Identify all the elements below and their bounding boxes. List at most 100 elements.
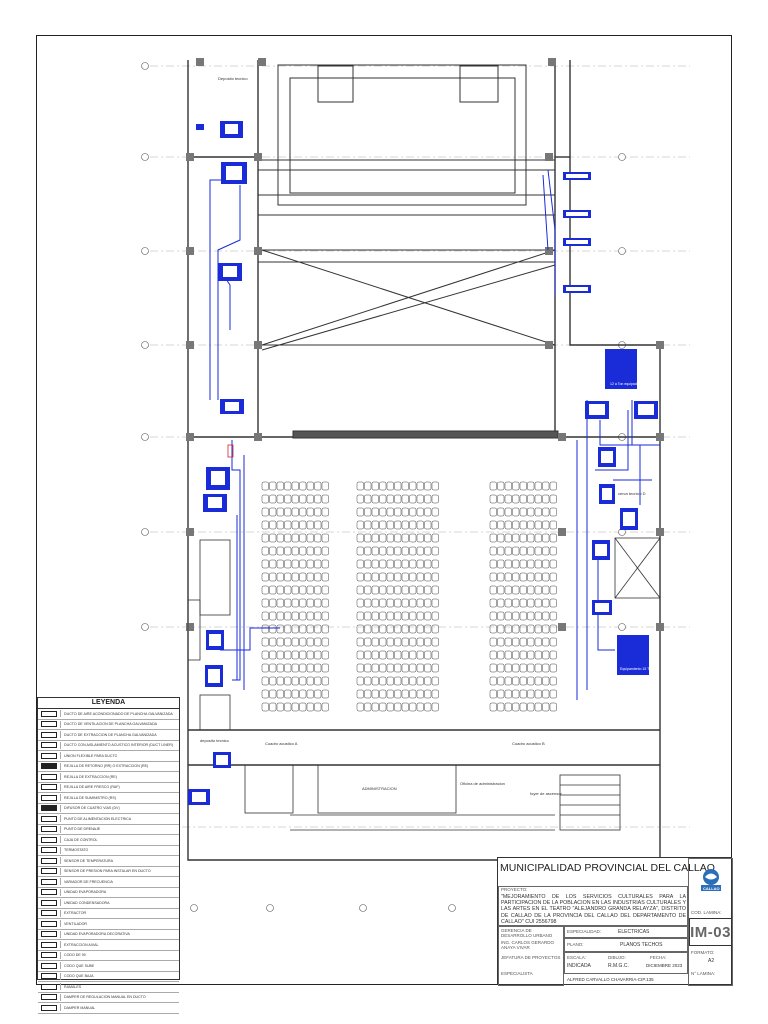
seat (371, 533, 379, 543)
seat (549, 520, 557, 530)
escala-label: ESCALA: (567, 955, 587, 960)
diffuser-cone-icon (38, 804, 61, 812)
seat (321, 533, 329, 543)
seat (416, 494, 424, 504)
seat (321, 650, 329, 660)
seat (371, 481, 379, 491)
seat (356, 546, 364, 556)
seat (489, 494, 497, 504)
structural-columns (186, 58, 664, 631)
seat (386, 533, 394, 543)
seat (371, 494, 379, 504)
seat (512, 663, 520, 673)
legend-item: UNIDAD EVAPORADORA DECORATIVA (38, 930, 179, 940)
seat (261, 650, 269, 660)
seat (489, 598, 497, 608)
legend-item: EXTRACTOR (38, 909, 179, 919)
seat (497, 598, 505, 608)
seat (394, 702, 402, 712)
seat (356, 676, 364, 686)
seat (542, 689, 550, 699)
seat (364, 481, 372, 491)
seat (512, 637, 520, 647)
seat (497, 624, 505, 634)
seat (401, 637, 409, 647)
seat (269, 702, 277, 712)
seat (276, 650, 284, 660)
seat (489, 546, 497, 556)
legend-item: CODO DE 90 (38, 951, 179, 961)
seat (261, 494, 269, 504)
seat (497, 663, 505, 673)
seat (401, 676, 409, 686)
legend-item-label: TERMOSTATO (64, 848, 89, 853)
seat (416, 507, 424, 517)
seat (299, 663, 307, 673)
seat (394, 650, 402, 660)
seat (512, 702, 520, 712)
seat (386, 611, 394, 621)
seat (504, 520, 512, 530)
seat (504, 663, 512, 673)
seat (299, 585, 307, 595)
seat (549, 598, 557, 608)
title-block: MUNICIPALIDAD PROVINCIAL DEL CALLAO PROY… (497, 857, 733, 986)
v-icon (38, 920, 61, 928)
seat (409, 689, 417, 699)
seat (431, 572, 439, 582)
seat (356, 637, 364, 647)
seat (534, 598, 542, 608)
seat (489, 611, 497, 621)
seat (364, 572, 372, 582)
seat (497, 546, 505, 556)
seat (291, 624, 299, 634)
seat (306, 611, 314, 621)
seat (394, 481, 402, 491)
seat (314, 663, 322, 673)
seat (306, 637, 314, 647)
seat (284, 546, 292, 556)
seat (394, 572, 402, 582)
seat (401, 611, 409, 621)
seat (497, 585, 505, 595)
seat (504, 624, 512, 634)
seat (356, 624, 364, 634)
seat (512, 546, 520, 556)
seat (356, 481, 364, 491)
seat (386, 546, 394, 556)
legend-item-label: DIFUSOR DE CUATRO VIAS (DV) (64, 806, 120, 811)
seat (542, 520, 550, 530)
seat (549, 572, 557, 582)
seat (512, 572, 520, 582)
seat (504, 611, 512, 621)
seat (519, 624, 527, 634)
seat (527, 585, 535, 595)
seat (321, 481, 329, 491)
ued-icon (38, 930, 61, 938)
seat (519, 533, 527, 543)
legend-item-label: SENSOR DE TEMPERATURA (64, 858, 113, 863)
seat (409, 637, 417, 647)
seat (321, 637, 329, 647)
seat (519, 611, 527, 621)
seat (527, 650, 535, 660)
seat (542, 585, 550, 595)
seat (261, 585, 269, 595)
legend-item: DUCTO DE AIRE ACONDICIONADO DE PLANCHA G… (38, 709, 179, 720)
legend-item: DUCTO DE VENTILACION DE PLANCHA GALVANIZ… (38, 720, 179, 730)
legend-item-label: VARIADOR DE FRECUENCIA (64, 879, 113, 884)
dibujo-label: DIBUJO: (608, 955, 626, 960)
seat (371, 637, 379, 647)
seat (299, 546, 307, 556)
sensor-icon (38, 857, 61, 865)
seat (276, 598, 284, 608)
seat (261, 624, 269, 634)
seat (424, 689, 432, 699)
seat (291, 494, 299, 504)
seat (549, 650, 557, 660)
seat (512, 481, 520, 491)
seat (379, 520, 387, 530)
callao-logo-icon (701, 869, 721, 891)
seat (269, 481, 277, 491)
seat (542, 663, 550, 673)
